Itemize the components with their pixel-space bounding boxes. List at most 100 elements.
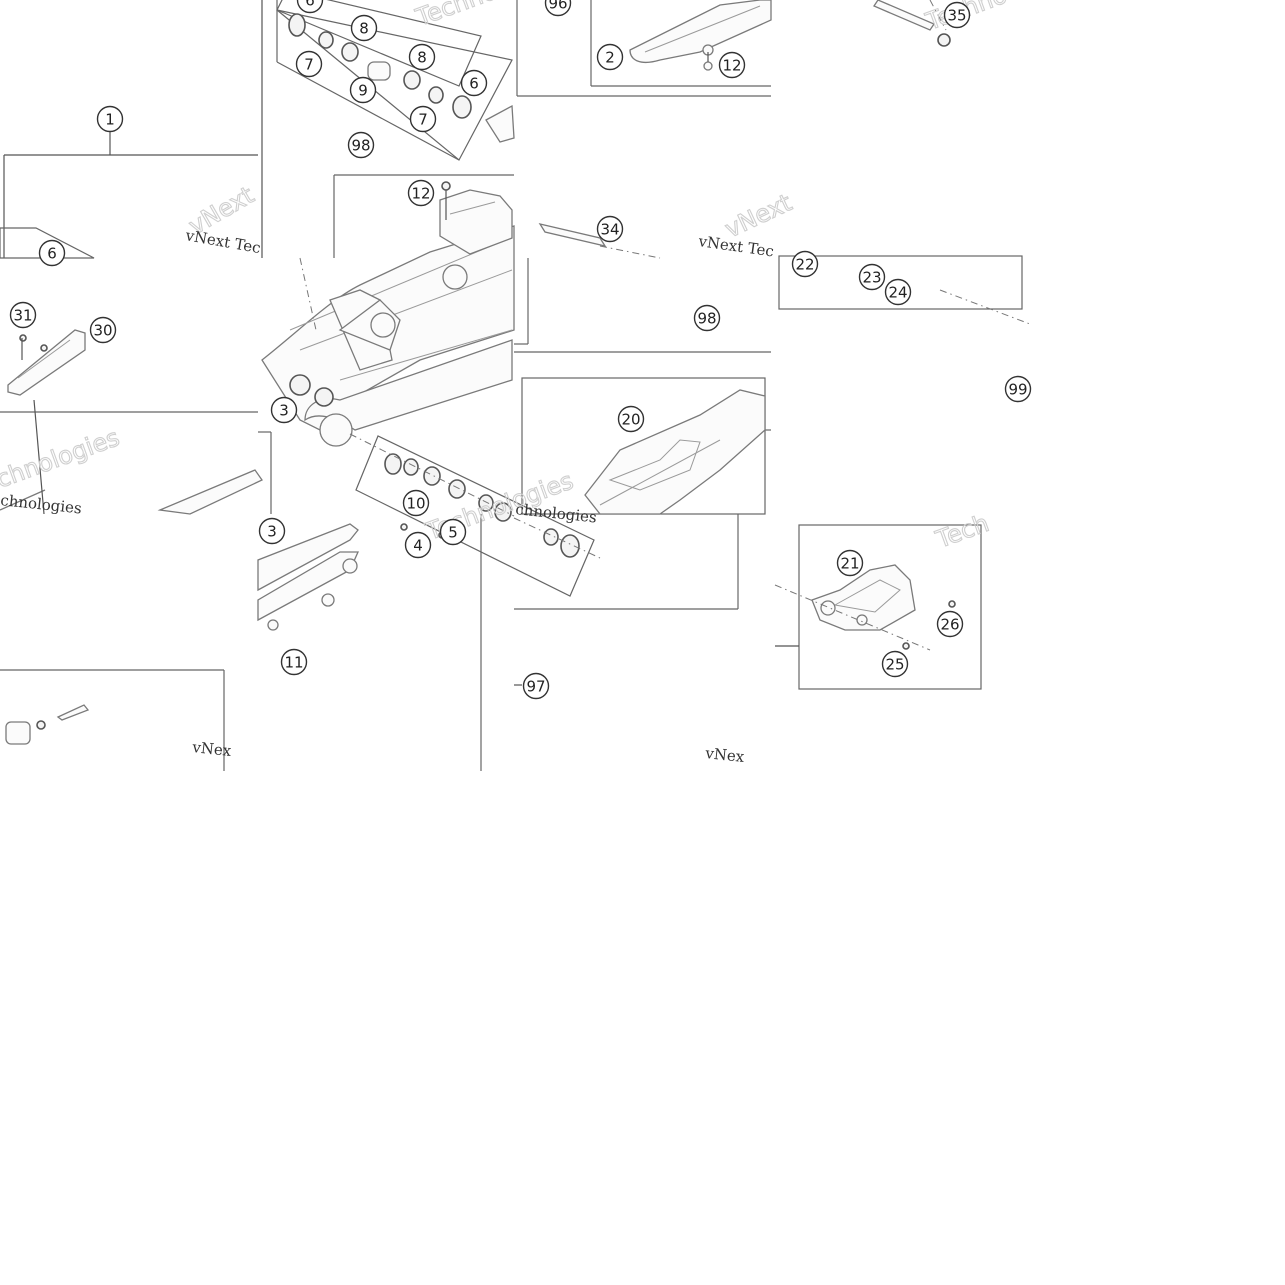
callout-1: 1 — [96, 105, 124, 133]
watermark-ghost: vNext — [721, 188, 796, 243]
swingarm-part — [0, 189, 515, 631]
callout-label: 35 — [947, 7, 966, 25]
callout-31: 31 — [9, 301, 37, 329]
center-lines — [299, 0, 1031, 651]
callout-4: 4 — [404, 531, 432, 559]
callout-label: 34 — [600, 221, 619, 239]
callout-label: 97 — [526, 678, 545, 696]
callout-label: 23 — [862, 269, 881, 287]
callout-circle — [89, 316, 117, 344]
callout-label: 8 — [359, 20, 369, 38]
callout-circle — [884, 278, 912, 306]
callout-26: 26 — [936, 610, 964, 638]
callout-circle — [936, 610, 964, 638]
callout-label: 24 — [888, 284, 907, 302]
callout-5: 5 — [439, 518, 467, 546]
callout-96: 96 — [544, 0, 572, 17]
chain-guard-part-20 — [584, 389, 766, 515]
callout-circle — [409, 105, 437, 133]
callout-21: 21 — [836, 549, 864, 577]
callout-circle — [460, 69, 488, 97]
callout-2: 2 — [596, 43, 624, 71]
callout-label: 6 — [305, 0, 315, 10]
callout-99: 99 — [1004, 375, 1032, 403]
callout-label: 12 — [411, 185, 430, 203]
watermark-text: vNex — [704, 744, 746, 766]
callout-6: 6 — [38, 239, 66, 267]
callout-label: 3 — [267, 523, 277, 541]
callout-7: 7 — [295, 50, 323, 78]
callout-6: 6 — [460, 69, 488, 97]
callout-circle — [404, 531, 432, 559]
callout-8: 8 — [350, 14, 378, 42]
watermark-ghost: Techno — [412, 0, 501, 32]
callout-10: 10 — [402, 489, 430, 517]
callout-98: 98 — [347, 131, 375, 159]
callout-label: 21 — [840, 555, 859, 573]
callout-circle — [295, 50, 323, 78]
callout-label: 12 — [722, 57, 741, 75]
callout-label: 25 — [885, 656, 904, 674]
callout-35: 35 — [943, 1, 971, 29]
callout-circle — [439, 518, 467, 546]
callout-label: 30 — [93, 322, 112, 340]
callout-22: 22 — [791, 250, 819, 278]
callout-label: 11 — [284, 654, 303, 672]
axles-and-bolts — [21, 0, 935, 515]
callout-circle — [1004, 375, 1032, 403]
callout-label: 99 — [1008, 381, 1027, 399]
watermark-text: chnologies — [0, 491, 83, 517]
callout-label: 98 — [697, 310, 716, 328]
callout-97: 97 — [522, 672, 550, 700]
callout-34: 34 — [596, 215, 624, 243]
watermark-text: vNex — [191, 738, 233, 760]
callout-circle — [836, 549, 864, 577]
callout-3: 3 — [270, 396, 298, 424]
callout-25: 25 — [881, 650, 909, 678]
bearing-rings — [5, 13, 951, 745]
callout-label: 20 — [621, 411, 640, 429]
callout-label: 3 — [279, 402, 289, 420]
callout-circle — [408, 43, 436, 71]
callout-circle — [718, 51, 746, 79]
chain-slider-part-30 — [7, 329, 86, 396]
callout-circle — [347, 131, 375, 159]
callout-6: 6 — [296, 0, 324, 14]
callout-12: 12 — [407, 179, 435, 207]
callout-98: 98 — [693, 304, 721, 332]
callout-circle — [9, 301, 37, 329]
callout-label: 98 — [351, 137, 370, 155]
callout-circle — [349, 76, 377, 104]
callout-label: 5 — [448, 524, 458, 542]
callout-circle — [693, 304, 721, 332]
callout-24: 24 — [884, 278, 912, 306]
callout-label: 1 — [105, 111, 115, 129]
callout-circle — [258, 517, 286, 545]
callout-circle — [350, 14, 378, 42]
callout-label: 4 — [413, 537, 423, 555]
callout-9: 9 — [349, 76, 377, 104]
callout-circle — [881, 650, 909, 678]
callout-label: 7 — [418, 111, 428, 129]
callout-circle — [296, 0, 324, 14]
callout-circle — [402, 489, 430, 517]
callout-label: 31 — [13, 307, 32, 325]
callout-circle — [943, 1, 971, 29]
callout-30: 30 — [89, 316, 117, 344]
callout-label: 8 — [417, 49, 427, 67]
callout-circle — [407, 179, 435, 207]
callout-label: 6 — [469, 75, 479, 93]
callout-circle — [858, 263, 886, 291]
watermark-ghost: chnologies — [0, 423, 123, 493]
callout-3: 3 — [258, 517, 286, 545]
callout-label: 26 — [940, 616, 959, 634]
callout-label: 6 — [47, 245, 57, 263]
callout-circle — [596, 215, 624, 243]
callout-circle — [96, 105, 124, 133]
callout-11: 11 — [280, 648, 308, 676]
callout-label: 7 — [304, 56, 314, 74]
callout-label: 9 — [358, 82, 368, 100]
callout-20: 20 — [617, 405, 645, 433]
